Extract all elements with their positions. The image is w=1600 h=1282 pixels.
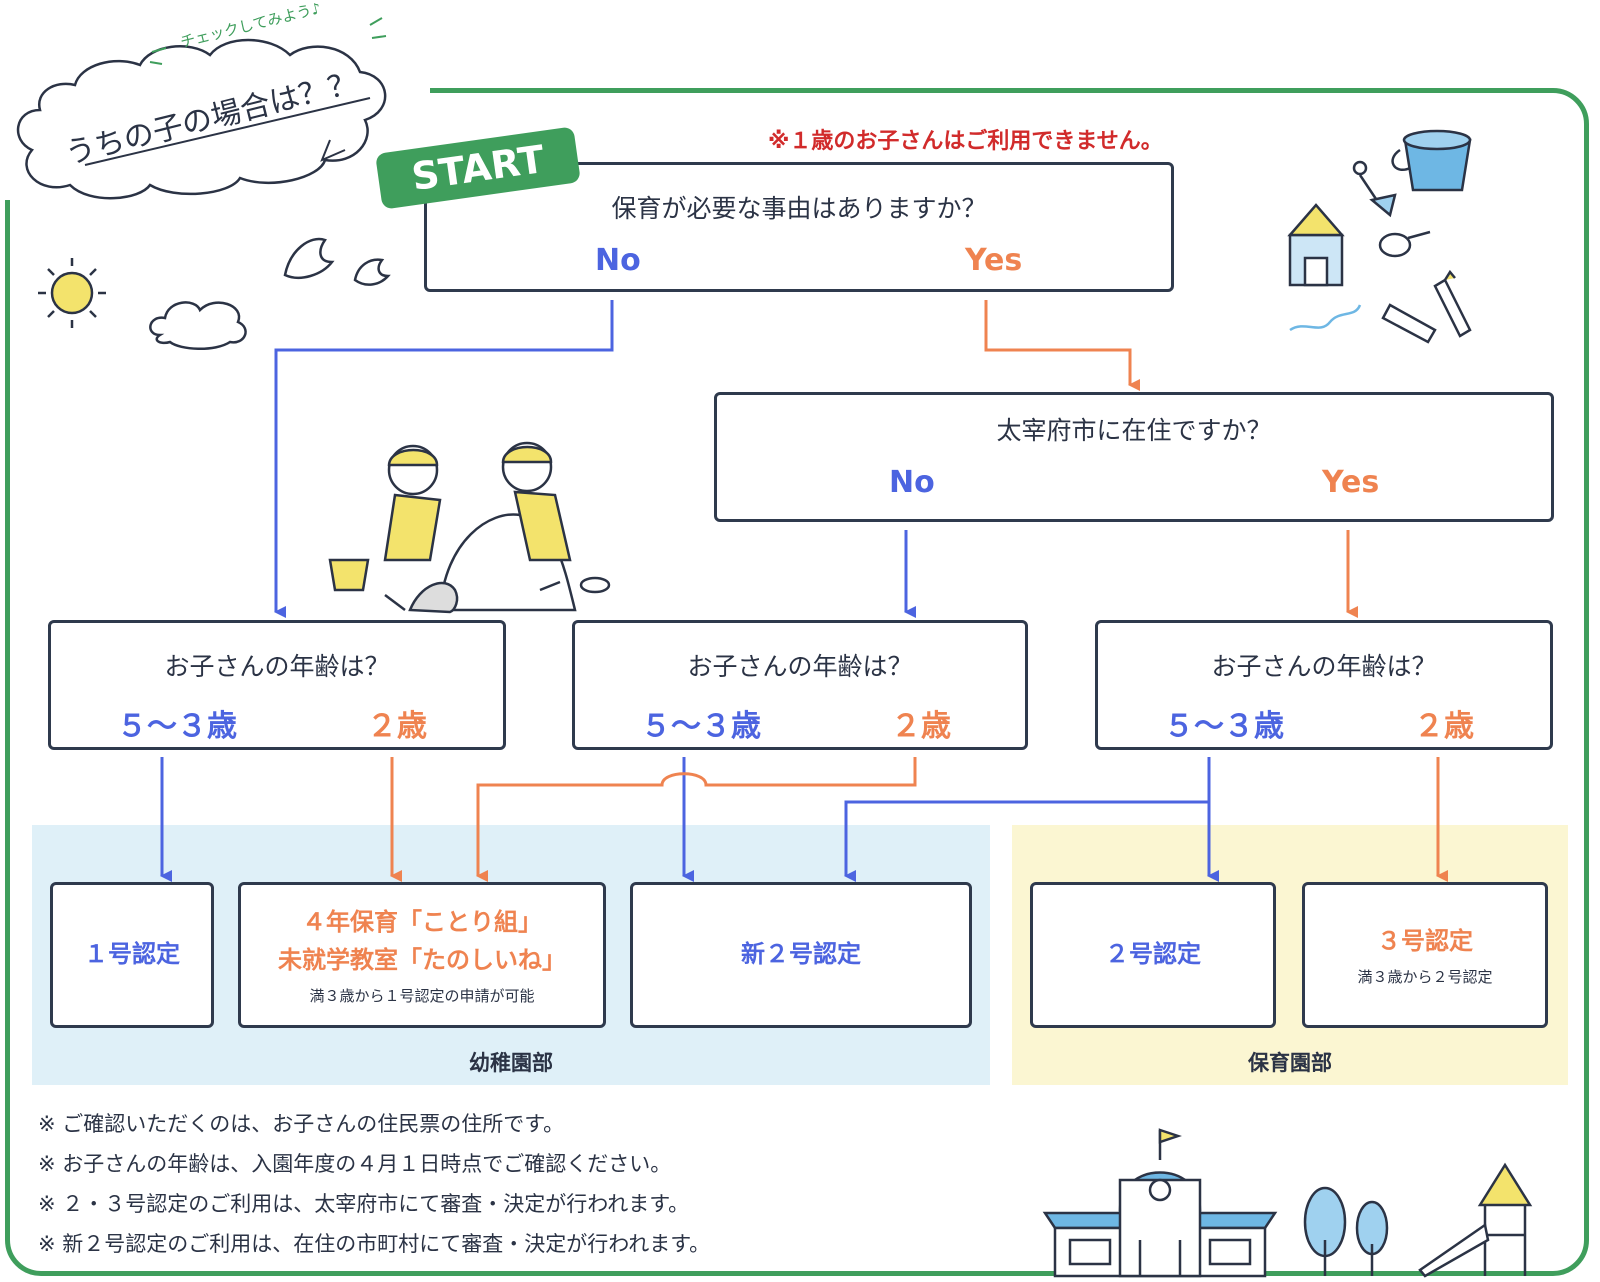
question-box-residence: 太宰府市に在住ですか？ No Yes xyxy=(714,392,1554,522)
school-building-icon xyxy=(1042,1128,1278,1278)
answer-no[interactable]: No xyxy=(889,465,935,500)
question-need: 保育が必要な事由はありますか？ xyxy=(611,194,987,223)
answer-yes[interactable]: Yes xyxy=(1322,465,1380,500)
sparkle-icon xyxy=(149,17,387,65)
note-4: ※ 新２号認定のご利用は、在住の市町村にて審査・決定が行われます。 xyxy=(38,1232,711,1256)
small-cloud-icon xyxy=(149,301,247,350)
title-underline xyxy=(84,97,371,166)
note-1: ※ ご確認いただくのは、お子さんの住民票の住所です。 xyxy=(38,1112,565,1136)
path-q1-no xyxy=(274,300,614,618)
note-3: ※ ２・３号認定のご利用は、太宰府市にて審査・決定が行われます。 xyxy=(38,1192,690,1216)
answer-5-3[interactable]: ５〜３歳 xyxy=(1164,709,1284,744)
warning-note: ※１歳のお子さんはご利用できません。 xyxy=(768,129,1163,154)
answer-no[interactable]: No xyxy=(595,243,641,278)
answer-2[interactable]: ２歳 xyxy=(367,709,427,744)
result-type3: ３号認定 満３歳から２号認定 xyxy=(1302,882,1548,1028)
tree-icon xyxy=(1303,1186,1389,1276)
result-title: 新２号認定 xyxy=(741,940,861,969)
result-new-type2: 新２号認定 xyxy=(630,882,972,1028)
result-title-line2: 未就学教室「たのしいね」 xyxy=(278,945,566,974)
result-title: ２号認定 xyxy=(1105,940,1201,969)
path-a2-younger xyxy=(476,757,917,882)
children-playing-icon xyxy=(328,441,611,614)
age-question: お子さんの年齢は？ xyxy=(687,652,913,681)
result-sub: 満３歳から２号認定 xyxy=(1357,968,1493,987)
path-a3-older-branch xyxy=(844,800,1209,882)
answer-5-3[interactable]: ５〜３歳 xyxy=(117,709,237,744)
answer-2[interactable]: ２歳 xyxy=(891,709,951,744)
nursery-zone-label: 保育園部 xyxy=(1248,1051,1332,1075)
note-2: ※ お子さんの年齢は、入園年度の４月１日時点でご確認ください。 xyxy=(38,1152,672,1176)
result-title-line1: ４年保育「ことり組」 xyxy=(302,908,542,937)
age-question: お子さんの年齢は？ xyxy=(164,652,390,681)
answer-yes[interactable]: Yes xyxy=(965,243,1023,278)
age-box-2: お子さんの年齢は？ ５〜３歳 ２歳 xyxy=(572,620,1028,750)
toys-icon xyxy=(1287,129,1472,344)
age-box-3: お子さんの年齢は？ ５〜３歳 ２歳 xyxy=(1095,620,1553,750)
result-type2: ２号認定 xyxy=(1030,882,1276,1028)
age-box-1: お子さんの年齢は？ ５〜３歳 ２歳 xyxy=(48,620,506,750)
answer-2[interactable]: ２歳 xyxy=(1414,709,1474,744)
kindergarten-zone-label: 幼稚園部 xyxy=(469,1051,553,1075)
slide-icon xyxy=(1418,1162,1533,1278)
cloud-tail xyxy=(320,139,346,162)
result-sub: 満３歳から１号認定の申請が可能 xyxy=(309,986,535,1005)
result-title: ３号認定 xyxy=(1377,926,1473,955)
sun-icon xyxy=(38,258,106,328)
age-question: お子さんの年齢は？ xyxy=(1211,652,1437,681)
bird-icon xyxy=(283,237,391,286)
result-kotori: ４年保育「ことり組」 未就学教室「たのしいね」 満３歳から１号認定の申請が可能 xyxy=(238,882,606,1028)
result-type1: １号認定 xyxy=(50,882,214,1028)
answer-5-3[interactable]: ５〜３歳 xyxy=(641,709,761,744)
path-q1-yes xyxy=(984,300,1140,391)
outer-frame xyxy=(5,88,1589,1276)
question-residence: 太宰府市に在住ですか？ xyxy=(996,416,1272,445)
result-title: １号認定 xyxy=(84,940,180,969)
